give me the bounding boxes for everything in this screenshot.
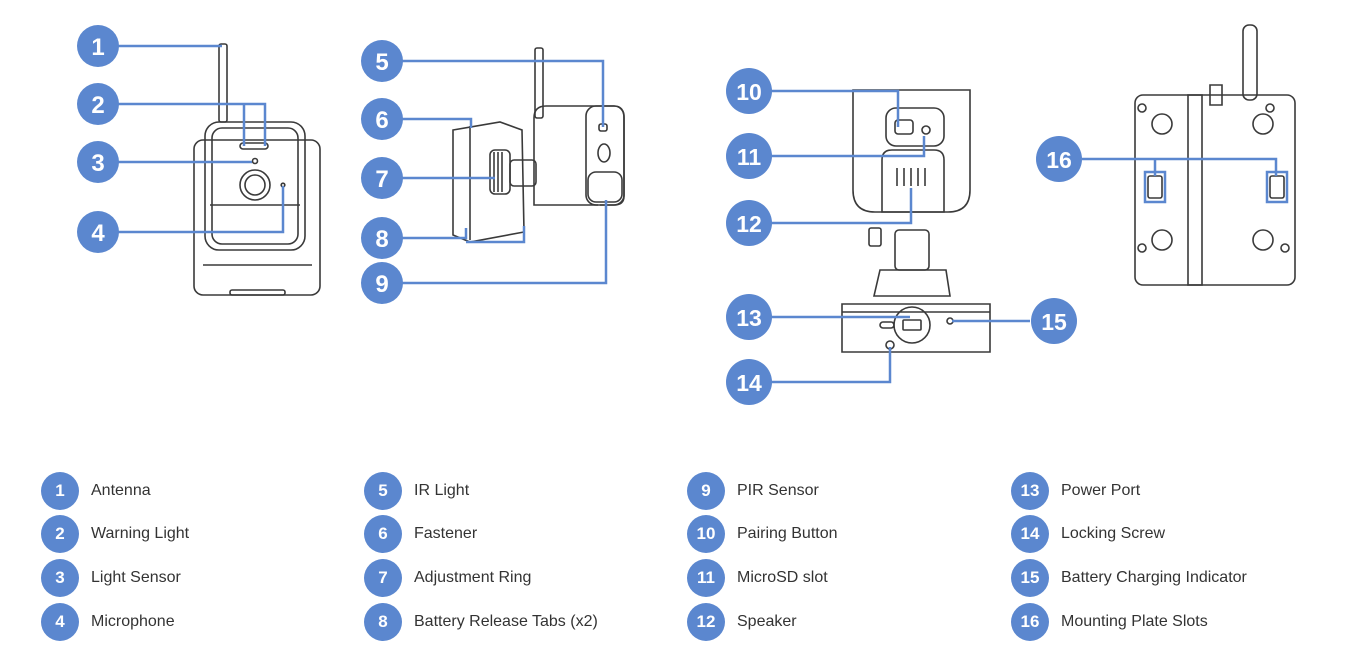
legend-item: 15 Battery Charging Indicator: [1011, 558, 1247, 598]
camera-bottom-view: [841, 89, 991, 353]
legend-label: Antenna: [91, 482, 151, 499]
callout-8: 8: [361, 217, 403, 259]
legend-label: PIR Sensor: [737, 482, 819, 499]
legend-label: Fastener: [414, 525, 478, 542]
svg-text:4: 4: [91, 220, 105, 247]
svg-text:16: 16: [1046, 147, 1072, 173]
svg-text:8: 8: [375, 226, 388, 253]
legend-label: Adjustment Ring: [414, 569, 532, 586]
callout-15: 15: [1031, 298, 1077, 344]
legend-label: Pairing Button: [737, 525, 838, 542]
legend-number-badge: 2: [41, 515, 79, 553]
legend-item: 1 Antenna: [41, 471, 151, 511]
legend-number-badge: 3: [41, 559, 79, 597]
legend-label: Microphone: [91, 613, 175, 630]
legend-item: 10 Pairing Button: [687, 514, 838, 554]
legend-label: IR Light: [414, 482, 470, 499]
callout-11: 11: [726, 133, 772, 179]
callout-2: 2: [77, 83, 119, 125]
camera-back-view: [1134, 24, 1296, 286]
legend-item: 8 Battery Release Tabs (x2): [364, 602, 598, 642]
callout-1: 1: [77, 25, 119, 67]
svg-text:15: 15: [1041, 309, 1067, 335]
legend-number-badge: 15: [1011, 559, 1049, 597]
legend-label: Mounting Plate Slots: [1061, 613, 1208, 630]
callout-lines: [118, 44, 1289, 384]
legend-label: Light Sensor: [91, 569, 181, 586]
legend-item: 9 PIR Sensor: [687, 471, 819, 511]
svg-text:14: 14: [736, 370, 762, 396]
legend-item: 3 Light Sensor: [41, 558, 181, 598]
svg-text:13: 13: [736, 305, 762, 331]
svg-text:10: 10: [736, 79, 762, 105]
legend-item: 6 Fastener: [364, 514, 477, 554]
legend-item: 5 IR Light: [364, 471, 469, 511]
legend-label: Battery Release Tabs (x2): [414, 613, 598, 630]
svg-text:1: 1: [91, 34, 104, 61]
legend-label: Speaker: [737, 613, 797, 630]
legend-number-badge: 12: [687, 603, 725, 641]
legend-number-badge: 7: [364, 559, 402, 597]
callout-12: 12: [726, 200, 772, 246]
callout-6: 6: [361, 98, 403, 140]
svg-text:6: 6: [375, 107, 388, 134]
camera-side-view: [452, 47, 625, 243]
legend-number-badge: 11: [687, 559, 725, 597]
legend-number-badge: 14: [1011, 515, 1049, 553]
legend-label: Locking Screw: [1061, 525, 1166, 542]
callout-13: 13: [726, 294, 772, 340]
callout-16: 16: [1036, 136, 1082, 182]
legend-item: 7 Adjustment Ring: [364, 558, 531, 598]
callout-5: 5: [361, 40, 403, 82]
legend-label: Power Port: [1061, 482, 1141, 499]
legend-item: 4 Microphone: [41, 602, 175, 642]
legend-number-badge: 6: [364, 515, 402, 553]
svg-text:12: 12: [736, 211, 762, 237]
legend-number-badge: 9: [687, 472, 725, 510]
legend-label: Warning Light: [91, 525, 190, 542]
callout-badges: 1 2 3 4 5 6 7 8 9 10 11 12 13 14 15 16: [77, 25, 1082, 405]
svg-text:2: 2: [91, 92, 104, 119]
legend-label: MicroSD slot: [737, 569, 828, 586]
legend-number-badge: 1: [41, 472, 79, 510]
legend-item: 16 Mounting Plate Slots: [1011, 602, 1208, 642]
svg-text:7: 7: [375, 166, 388, 193]
camera-front-view: [193, 43, 321, 296]
legend-item: 14 Locking Screw: [1011, 514, 1165, 554]
legend-item: 2 Warning Light: [41, 514, 189, 554]
legend-number-badge: 5: [364, 472, 402, 510]
legend-number-badge: 16: [1011, 603, 1049, 641]
legend-label: Battery Charging Indicator: [1061, 569, 1247, 586]
legend-number-badge: 4: [41, 603, 79, 641]
callout-10: 10: [726, 68, 772, 114]
legend-number-badge: 13: [1011, 472, 1049, 510]
legend-number-badge: 8: [364, 603, 402, 641]
legend-number-badge: 10: [687, 515, 725, 553]
callout-3: 3: [77, 141, 119, 183]
callout-9: 9: [361, 262, 403, 304]
legend-item: 12 Speaker: [687, 602, 797, 642]
legend-item: 13 Power Port: [1011, 471, 1140, 511]
svg-text:9: 9: [375, 271, 388, 298]
callout-4: 4: [77, 211, 119, 253]
callout-14: 14: [726, 359, 772, 405]
callout-7: 7: [361, 157, 403, 199]
svg-text:5: 5: [375, 49, 388, 76]
legend-item: 11 MicroSD slot: [687, 558, 828, 598]
svg-text:3: 3: [91, 150, 104, 177]
svg-text:11: 11: [737, 144, 762, 170]
